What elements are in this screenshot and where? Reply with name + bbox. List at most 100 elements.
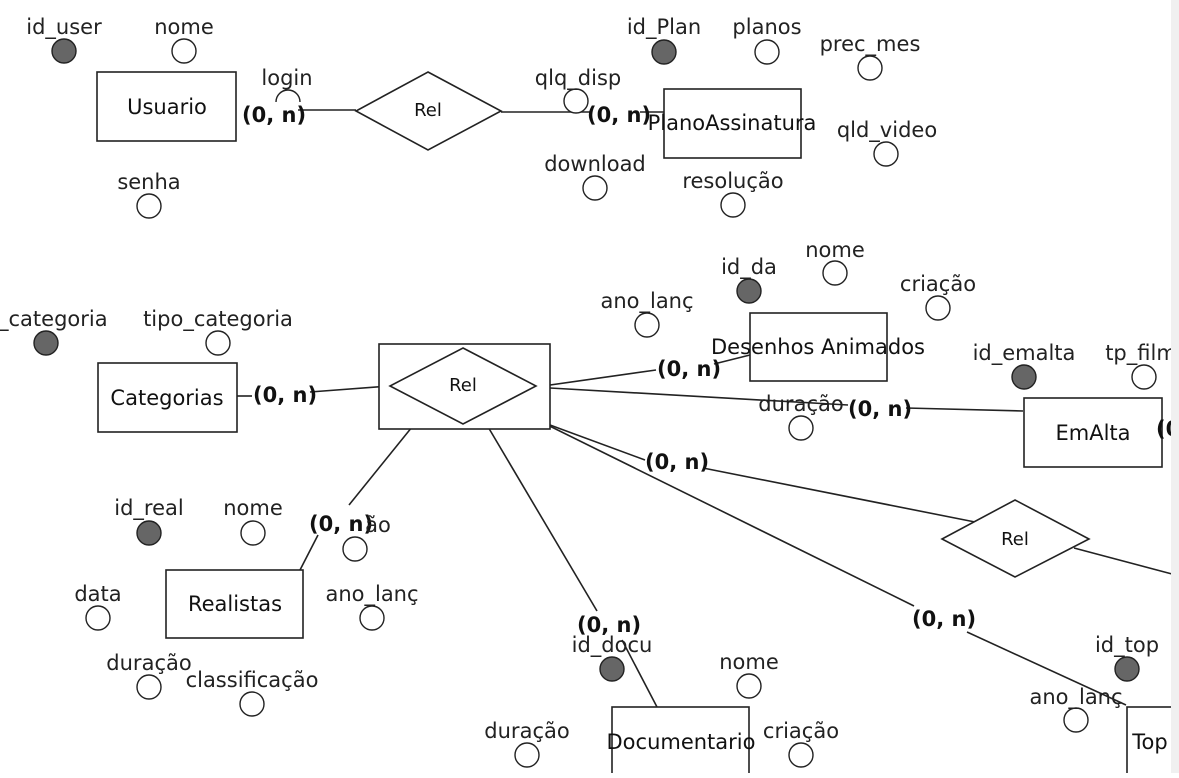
attr-realistas-data-circle [85, 605, 111, 631]
attr-categorias-tipo-circle [205, 330, 231, 356]
line-rel-desenhos-end [713, 354, 751, 365]
attr-plano-prec-circle [857, 55, 883, 81]
entity-emalta-label: EmAlta [1055, 421, 1130, 445]
attr-plano-qlq-label: qlq_disp [535, 66, 621, 91]
attr-realistas-ao-label: ão [365, 513, 391, 537]
entity-documentario-label: Documentario [607, 730, 756, 754]
connection-lines [237, 109, 1173, 708]
line-rel-realistas-end [299, 534, 319, 571]
line-rel-emalta [549, 387, 849, 406]
attr-desenhos-anolanc-circle [634, 312, 660, 338]
rel-categorias-diamond [388, 347, 538, 425]
attr-documentario-duracao-circle [514, 742, 540, 768]
attr-plano-prec-label: prec_mes [820, 32, 921, 57]
card-top-rel: (0, n) [912, 607, 976, 631]
attr-plano-download-circle [582, 175, 608, 201]
attr-realistas-classificacao-circle [239, 691, 265, 717]
attr-plano-qlq-circle [563, 88, 589, 114]
attr-documentario-nome-circle [736, 673, 762, 699]
attr-plano-resolucao-label: resolução [682, 169, 783, 193]
line-rel-rel2 [549, 424, 646, 461]
line-rel2-offscreen [1073, 547, 1173, 575]
entity-realistas-label: Realistas [188, 592, 282, 616]
attr-realistas-nome-label: nome [223, 496, 283, 520]
attr-usuario-id-label: id_user [26, 15, 102, 40]
line-categorias-rel [309, 385, 391, 393]
attr-realistas-anolanc-circle [359, 605, 385, 631]
attr-documentario-criacao-label: criação [763, 719, 839, 743]
line-rel-documentario [480, 414, 598, 612]
attr-categorias-id-label: _categoria [0, 307, 108, 332]
attr-realistas-classificacao-label: classificação [186, 668, 319, 692]
entity-categorias-label: Categorias [110, 386, 223, 410]
entity-usuario-box [96, 71, 237, 142]
card-categorias-rel: (0, n) [253, 383, 317, 407]
line-rel-top-end [966, 631, 1127, 706]
entity-plano-label: PlanoAssinatura [648, 111, 817, 135]
attr-emalta-tpfilm-label: tp_film [1105, 341, 1177, 366]
attr-emalta-id-label: id_emalta [973, 341, 1076, 366]
rel-usuario-plano-diamond [354, 71, 503, 151]
attr-desenhos-criacao-label: criação [900, 272, 976, 296]
card-rel-to-rel2: (0, n) [645, 450, 709, 474]
card-documentario-rel: (0, n) [577, 613, 641, 637]
rel-emalta-top-label: Rel [1001, 529, 1029, 550]
attr-usuario-login-label: login [261, 66, 312, 90]
entity-realistas-box [165, 569, 304, 639]
card-emalta-rel: (0, n) [848, 397, 912, 421]
attr-usuario-nome-label: nome [154, 15, 214, 39]
attr-desenhos-anolanc-label: ano_lanç [600, 289, 693, 314]
attr-usuario-id-key [51, 38, 77, 64]
attr-desenhos-id-key [736, 278, 762, 304]
card-realistas-rel: (0, n) [309, 512, 373, 536]
line-rel-top [504, 403, 915, 607]
attr-realistas-anolanc-label: ano_lanç [325, 582, 418, 607]
attr-plano-resolucao-circle [720, 192, 746, 218]
attr-realistas-id-label: id_real [114, 496, 183, 521]
line-rel-rel2-end [702, 467, 976, 523]
attr-desenhos-nome-circle [822, 260, 848, 286]
attr-desenhos-nome-label: nome [805, 238, 865, 262]
attr-plano-download-label: download [544, 152, 646, 176]
card-plano-rel: (0, n) [587, 103, 651, 127]
attr-realistas-data-label: data [74, 582, 121, 606]
attr-desenhos-duracao-label: duração [758, 392, 843, 416]
attr-emalta-tpfilm-circle [1131, 364, 1157, 390]
attr-desenhos-criacao-circle [925, 295, 951, 321]
attr-top-id-label: id_top [1095, 633, 1159, 658]
attr-emalta-id-key [1011, 364, 1037, 390]
attr-usuario-senha-circle [136, 193, 162, 219]
line-rel-emalta-end [905, 407, 1024, 412]
entity-categorias-box [97, 362, 238, 433]
attr-plano-id-label: id_Plan [627, 15, 701, 40]
attr-usuario-login-circle [275, 89, 301, 103]
attr-top-anolanc-circle [1063, 707, 1089, 733]
attr-plano-qld-label: qld_video [837, 118, 937, 143]
rel-emalta-top-diamond [940, 499, 1091, 578]
attr-realistas-duracao-label: duração [106, 651, 191, 675]
attr-categorias-tipo-label: tipo_categoria [143, 307, 293, 332]
attr-plano-qld-circle [873, 141, 899, 167]
line-rel-documentario-end [621, 639, 658, 708]
entity-usuario-label: Usuario [127, 95, 207, 119]
attr-documentario-nome-label: nome [719, 650, 779, 674]
attr-realistas-nome-circle [240, 520, 266, 546]
card-desenhos-rel: (0, n) [657, 357, 721, 381]
attr-documentario-duracao-label: duração [484, 719, 569, 743]
attr-documentario-id-label: id_docu [572, 633, 653, 658]
attr-usuario-senha-label: senha [117, 170, 180, 194]
entity-desenhos-label: Desenhos Animados [711, 335, 925, 359]
vertical-scrollbar[interactable] [1171, 0, 1179, 773]
line-rel-desenhos [535, 369, 657, 388]
attr-documentario-id-key [599, 656, 625, 682]
attr-top-id-key [1114, 656, 1140, 682]
entity-plano-box [663, 88, 802, 159]
attr-realistas-id-key [136, 520, 162, 546]
entity-top-label: Top [1131, 730, 1167, 754]
attr-plano-planos-circle [754, 39, 780, 65]
rel-usuario-plano-label: Rel [414, 100, 442, 121]
attr-realistas-ao-circle [342, 536, 368, 562]
attr-top-anolanc-label: ano_lanç [1029, 685, 1122, 710]
